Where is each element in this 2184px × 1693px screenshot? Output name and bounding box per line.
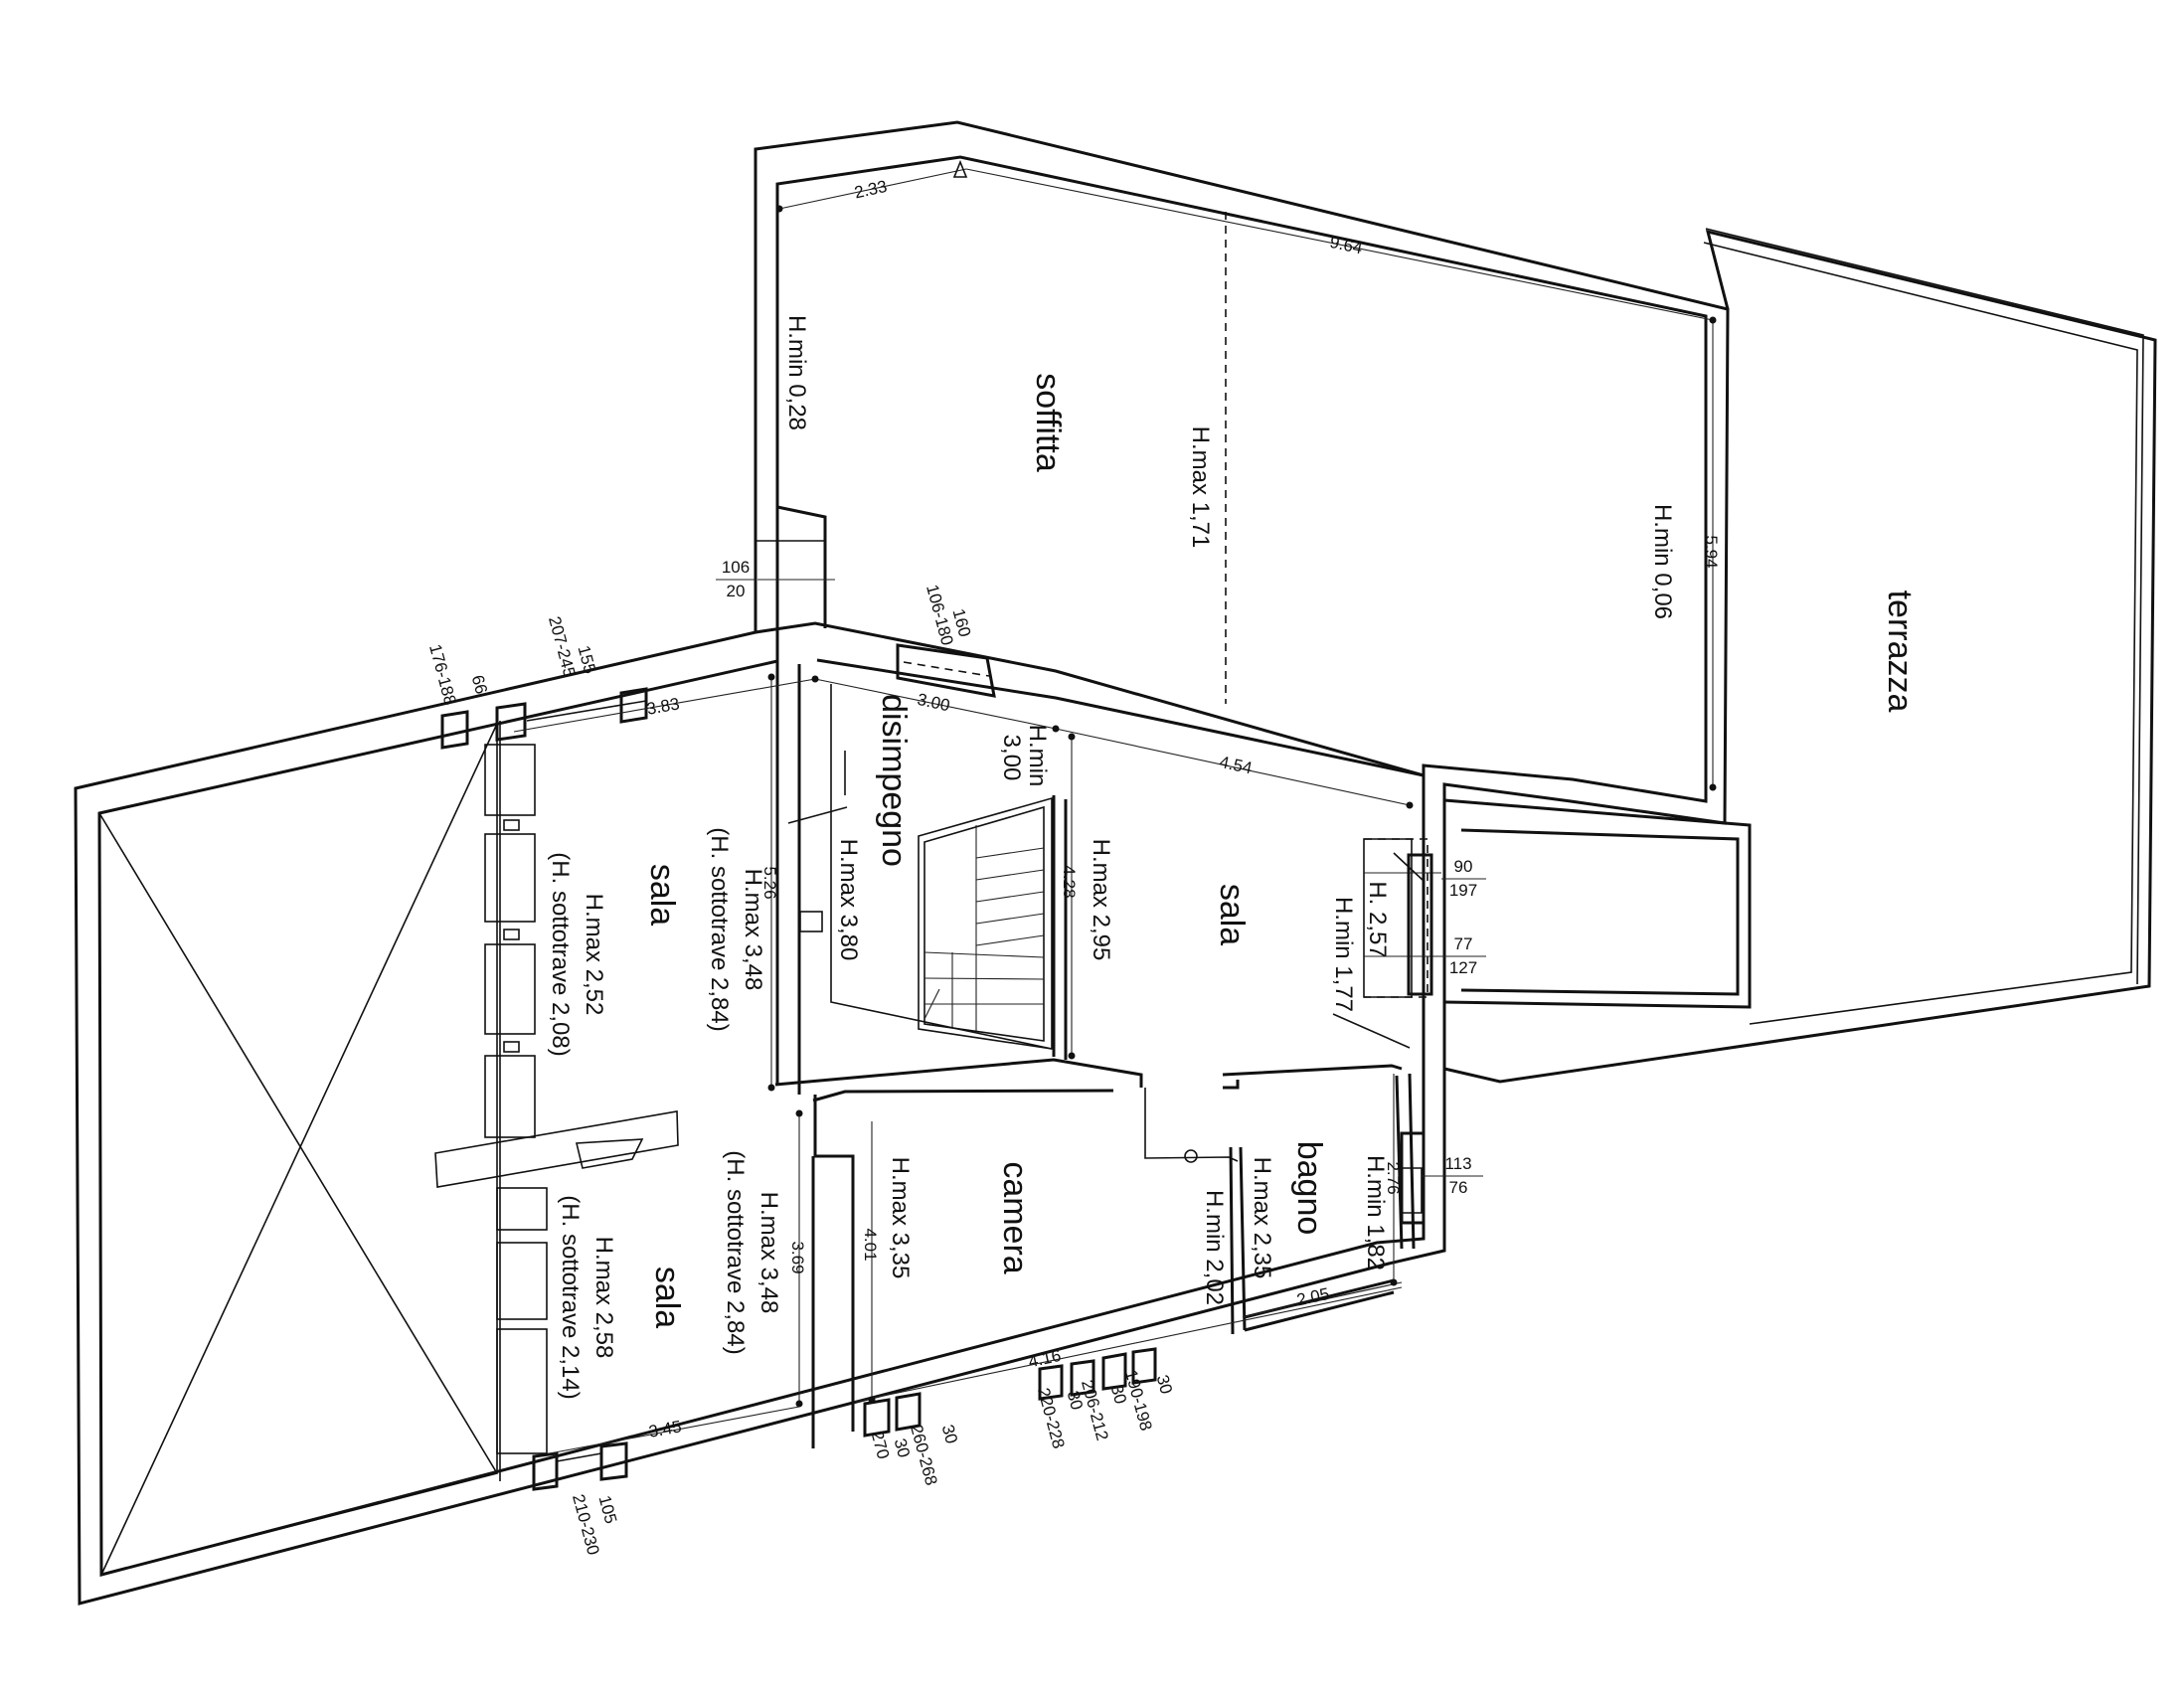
note-hmin-300-a: H.min [1024, 725, 1051, 787]
open-30d: 30 [1107, 1383, 1130, 1406]
note-sala-top-sotto2: (H. sottotrave 2,84) [706, 827, 733, 1031]
note-disimpegno-hmax: H.max 3,80 [835, 839, 862, 961]
note-sala-bottom-sotto2: (H. sottotrave 2,84) [722, 1150, 749, 1354]
note-bagno-hmax: H.max 2,35 [1249, 1157, 1275, 1279]
room-soffitta: soffitta [1029, 373, 1067, 472]
open-30a: 30 [891, 1437, 914, 1459]
room-sala-right: sala [1213, 884, 1251, 945]
dim-401: 4.01 [861, 1228, 880, 1261]
interior-walls [755, 621, 1441, 1448]
room-disimpegno: disimpegno [875, 694, 913, 867]
note-sala-bottom-hmax: H.max 2,58 [590, 1237, 617, 1359]
dim-594: 5.94 [1702, 535, 1721, 568]
open-20: 20 [727, 582, 746, 600]
open-30e: 30 [1153, 1373, 1176, 1396]
open-66: 66 [468, 673, 491, 696]
open-270: 270 [867, 1429, 893, 1460]
note-hmin-300-b: 3,00 [998, 735, 1025, 781]
note-sala-right-h: H. 2,57 [1364, 881, 1391, 957]
dim-205: 2.05 [1295, 1284, 1331, 1309]
note-sala-bottom-sotto: (H. sottotrave 2,14) [557, 1195, 584, 1399]
room-terrazza: terrazza [1881, 591, 1919, 713]
open-176-188: 176-188 [425, 642, 460, 707]
open-106: 106 [722, 558, 750, 577]
camera-windows [863, 643, 1433, 1438]
note-sala-top-hmax2: H.max 3,48 [740, 869, 766, 991]
open-207-245: 207-245 [545, 614, 580, 679]
open-105: 105 [594, 1493, 620, 1525]
open-77: 77 [1454, 934, 1473, 953]
left-wing [98, 687, 679, 1577]
dimension-lines [513, 673, 1414, 1454]
terrace-link [1443, 798, 1752, 1009]
room-sala-left-top: sala [643, 864, 681, 926]
note-sala-bottom-hmax2: H.max 3,48 [756, 1192, 782, 1314]
dim-383: 3.83 [645, 694, 681, 718]
dim-276: 2.76 [1384, 1161, 1403, 1194]
open-30c: 30 [1064, 1389, 1087, 1412]
soffitta-details [756, 159, 1717, 791]
dim-428: 4.28 [1060, 865, 1079, 898]
open-113: 113 [1444, 1154, 1471, 1173]
note-soffitta-hmin-right: H.min 0,06 [1649, 504, 1676, 619]
note-sala-right-hmin: H.min 1,77 [1330, 897, 1357, 1012]
open-76: 76 [1449, 1178, 1468, 1197]
dim-369: 3.69 [788, 1241, 807, 1273]
dim-454: 4.54 [1218, 753, 1254, 777]
note-sala-top-sotto: (H. sottotrave 2,08) [547, 852, 574, 1056]
note-camera-hmin: H.min 2,02 [1201, 1190, 1228, 1305]
outer-walls [74, 120, 2157, 1606]
note-sala-right-hmax: H.max 2,95 [1088, 839, 1114, 961]
note-sala-top-hmax: H.max 2,52 [581, 894, 607, 1016]
dim-345: 3.45 [647, 1417, 683, 1440]
dim-964: 9.64 [1328, 233, 1364, 257]
room-bagno: bagno [1290, 1141, 1328, 1236]
room-sala-left-bottom: sala [648, 1267, 686, 1328]
room-camera: camera [996, 1161, 1034, 1273]
note-soffitta-hmax: H.max 1,71 [1187, 426, 1214, 549]
dim-526: 5.26 [760, 866, 779, 899]
note-bagno-hmin: H.min 1,82 [1362, 1155, 1389, 1270]
note-camera-hmax: H.max 3,35 [887, 1157, 914, 1279]
note-soffitta-hmin-left: H.min 0,28 [783, 315, 810, 430]
dim-300: 3.00 [916, 690, 951, 715]
room-labels: soffitta terrazza disimpegno sala sala s… [643, 373, 1919, 1328]
height-notes: H.min 0,28 H.max 1,71 H.min 0,06 H.max 2… [547, 315, 1676, 1400]
open-197: 197 [1449, 881, 1477, 900]
open-90: 90 [1454, 857, 1473, 876]
dim-233: 2.33 [853, 177, 889, 202]
open-30b: 30 [938, 1423, 961, 1445]
open-127: 127 [1449, 958, 1477, 977]
